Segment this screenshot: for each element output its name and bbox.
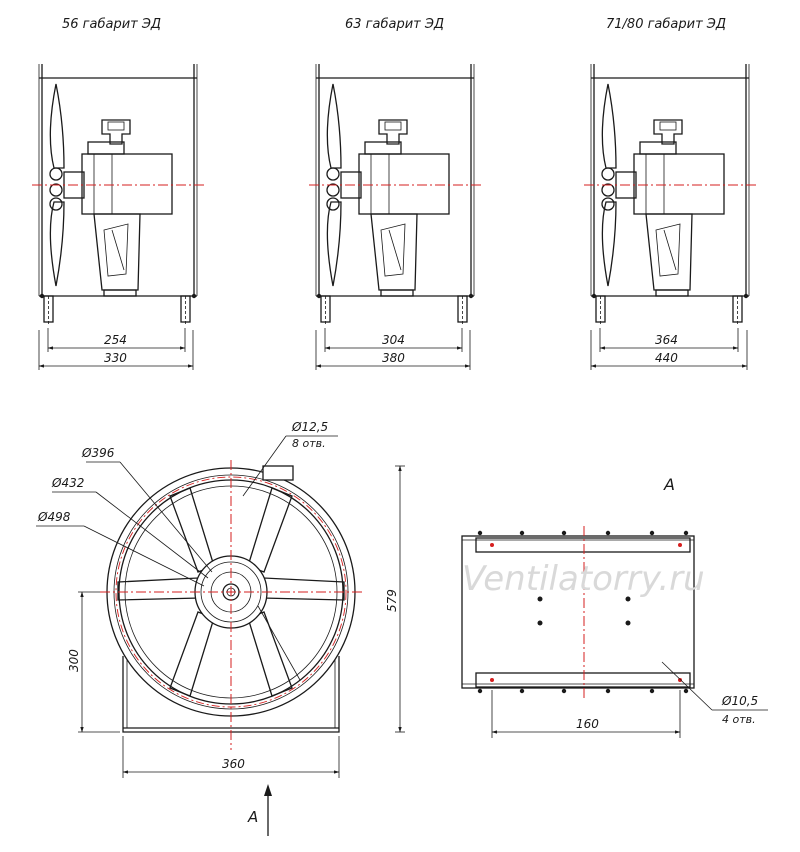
side-view-1-title: 56 габарит ЭД [62,17,161,32]
side-view-3: 71/80 габарит ЭД 364 440 [583,17,757,370]
side-view-1-inner-dim: 254 [104,333,127,347]
side-view-3-inner-dim: 364 [655,333,678,347]
side-view-3-title: 71/80 габарит ЭД [606,17,726,32]
hole-count-label: 8 отв. [292,437,326,450]
view-a-title: A [663,475,675,494]
side-view-2-outer-dim: 380 [382,351,405,365]
side-view-2-title: 63 габарит ЭД [345,17,444,32]
arrow-up-icon [264,784,272,796]
side-view-3-outer-dim: 440 [655,351,678,365]
hole-dia-label: Ø12,5 [291,420,328,434]
height-total-dim: 579 [385,589,399,612]
diameter-396-label: Ø396 [81,446,115,460]
side-view-1: 56 габарит ЭД 254 330 [31,17,205,370]
base-width-dim: 360 [222,757,245,771]
diameter-432-label: Ø432 [51,476,84,490]
side-view-2-inner-dim: 304 [382,333,405,347]
view-a: A 160 Ø10,5 4 отв. [461,475,768,738]
side-view-1-outer-dim: 330 [104,351,127,365]
front-view: 579 300 360 Ø12,5 8 отв. Ø396 Ø432 Ø498 … [36,420,405,836]
watermark: Ventilatorry.ru [462,559,705,599]
diameter-498-label: Ø498 [37,510,71,524]
side-view-2: 63 габарит ЭД 304 380 [308,17,482,370]
view-a-hole-dia: Ø10,5 [721,694,758,708]
view-a-hole-count: 4 отв. [722,713,756,726]
axis-height-dim: 300 [67,649,81,672]
hole-spacing-dim: 160 [576,717,599,731]
view-arrow-label: A [247,808,258,826]
